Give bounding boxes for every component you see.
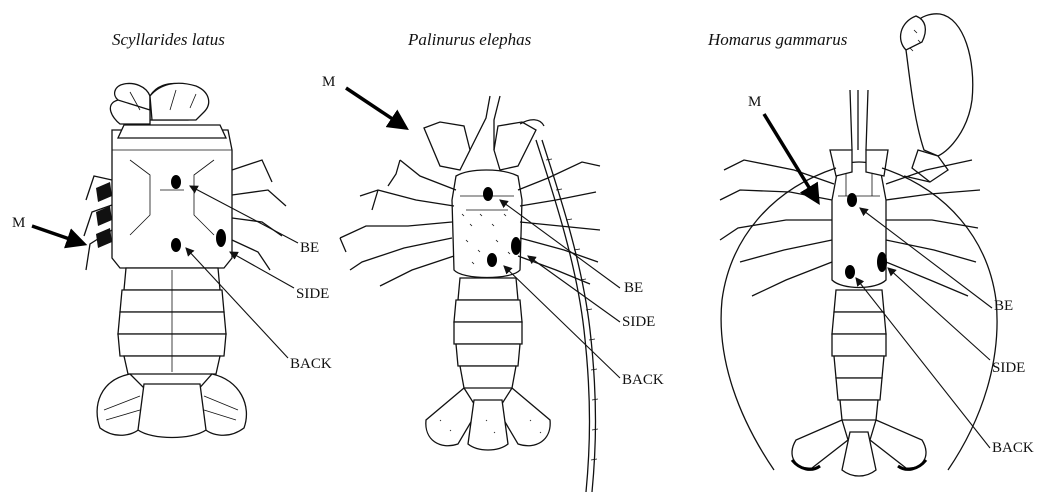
species-title-homarus: Homarus gammarus [708,30,847,50]
label-back-homarus: BACK [992,440,1034,457]
homarus-drawing [720,14,997,476]
species-title-scyllarides: Scyllarides latus [112,30,225,50]
palinurus-drawing [340,88,620,492]
label-back-scyllarides: BACK [290,356,332,373]
label-m-palinurus: M [322,74,335,91]
scyllarides-drawing [32,83,298,437]
label-be-scyllarides: BE [300,240,319,257]
label-m-scyllarides: M [12,215,25,232]
label-back-palinurus: BACK [622,372,664,389]
label-be-palinurus: BE [624,280,643,297]
label-be-homarus: BE [994,298,1013,315]
label-side-scyllarides: SIDE [296,286,329,303]
label-side-homarus: SIDE [992,360,1025,377]
label-side-palinurus: SIDE [622,314,655,331]
label-m-homarus: M [748,94,761,111]
species-title-palinurus: Palinurus elephas [408,30,531,50]
